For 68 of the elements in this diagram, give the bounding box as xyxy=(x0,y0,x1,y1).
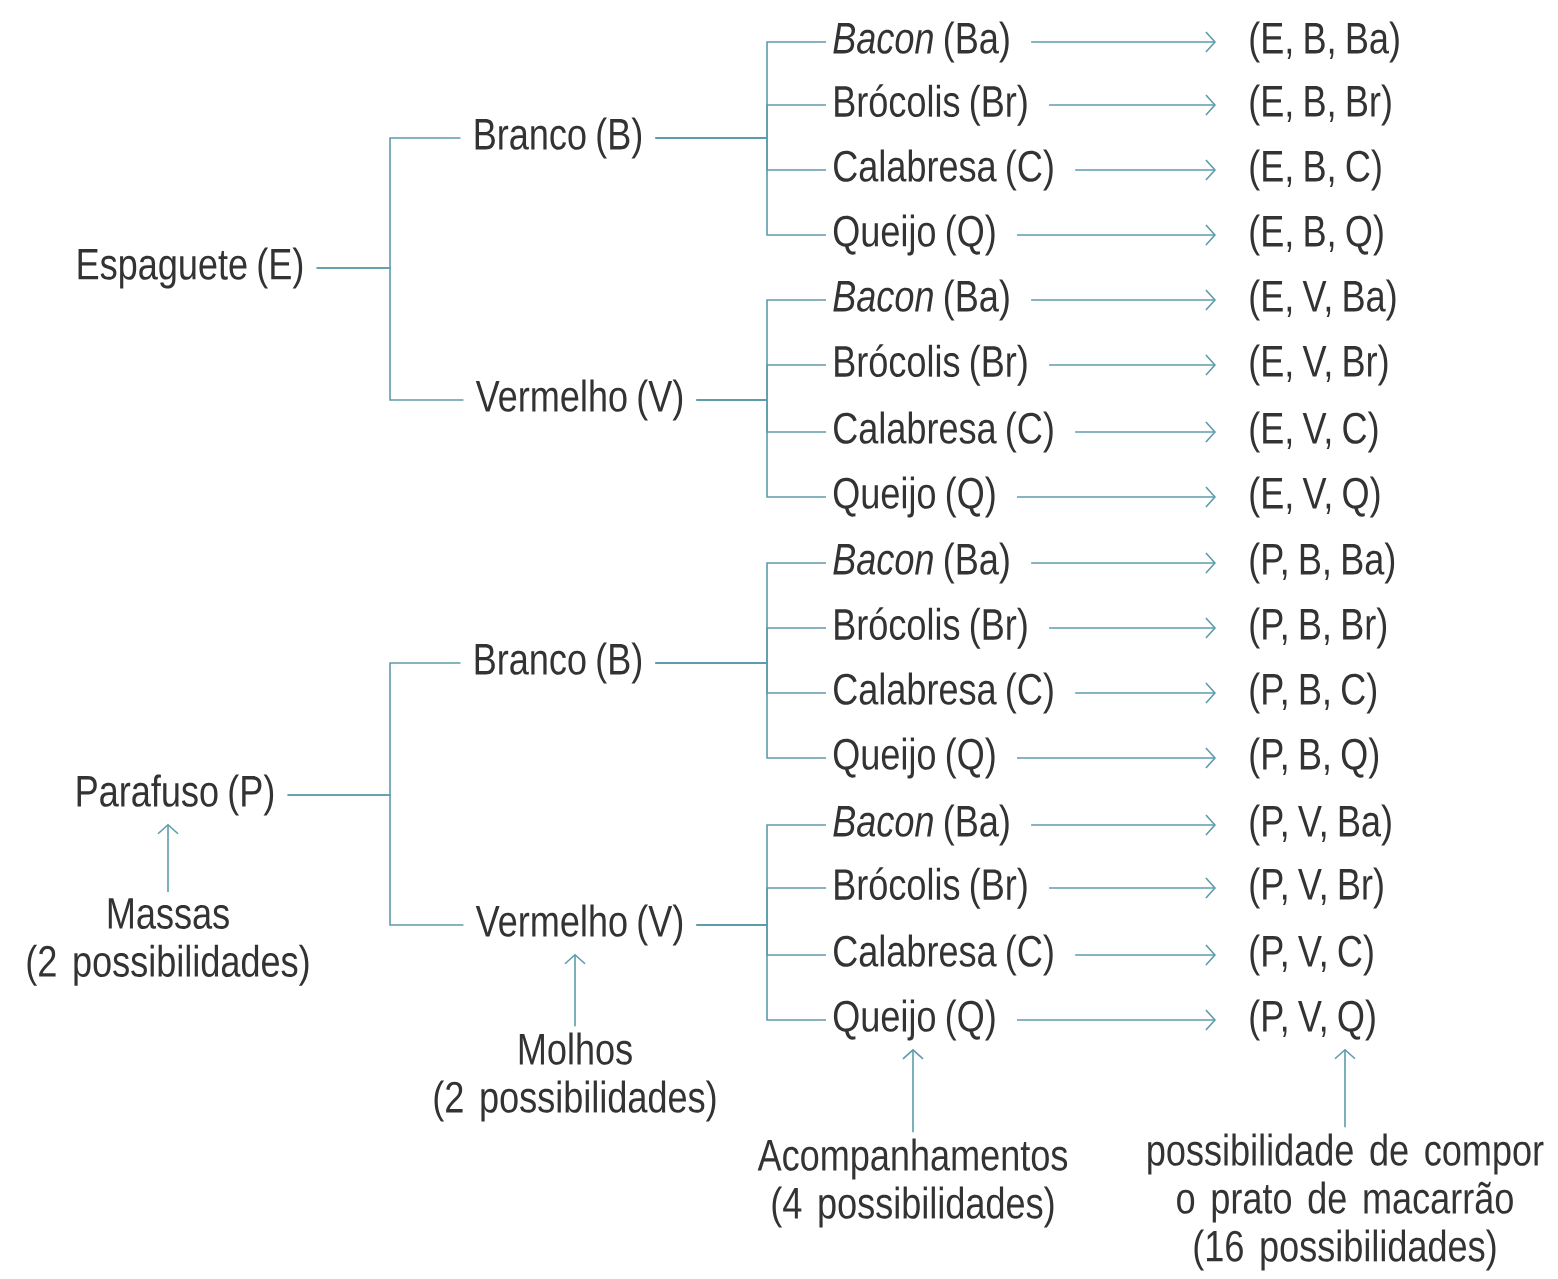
tree-label: Brócolis (Br) xyxy=(835,607,1027,649)
outcome-label: (P, B, Br) xyxy=(1250,607,1387,649)
branch-line xyxy=(315,267,465,401)
tree-label: Branco (B) xyxy=(475,642,642,684)
branch-line xyxy=(695,924,827,1021)
outcome-label: (E, B, Q) xyxy=(1250,214,1383,256)
arrow xyxy=(1016,486,1216,508)
tree-label: Vermelho (V) xyxy=(475,904,683,946)
arrow xyxy=(1074,944,1216,966)
arrow xyxy=(1048,877,1216,899)
outcome-label: (P, V, Q) xyxy=(1250,999,1375,1041)
arrow xyxy=(564,953,586,1028)
outcome-label: (P, B, Ba) xyxy=(1250,542,1395,584)
outcome-label: (P, V, C) xyxy=(1250,934,1373,976)
arrow xyxy=(1030,289,1216,311)
arrow xyxy=(1030,552,1216,574)
tree-label: Brócolis (Br) xyxy=(835,867,1027,909)
tree-label: Calabresa (C) xyxy=(834,672,1053,714)
tree-label: Calabresa (C) xyxy=(834,934,1053,976)
arrow xyxy=(902,1048,924,1134)
branch-line xyxy=(654,662,827,759)
arrow xyxy=(1048,354,1216,376)
tree-label: Brócolis (Br) xyxy=(835,344,1027,386)
arrow xyxy=(1016,224,1216,246)
tree-label: Espaguete (E) xyxy=(78,247,303,289)
branch-line xyxy=(695,399,827,498)
category-note: Molhos (2 possibilidades) xyxy=(434,1032,716,1122)
outcome-label: (P, B, C) xyxy=(1250,672,1376,714)
outcome-label: (E, V, C) xyxy=(1250,411,1378,453)
tree-label: Parafuso (P) xyxy=(77,774,274,816)
tree-label: Vermelho (V) xyxy=(475,379,683,421)
category-note: possibilidade de compor o prato de macarrão (16 possibilidades) xyxy=(1148,1133,1544,1271)
tree-label: Queijo (Q) xyxy=(833,999,995,1041)
arrow xyxy=(1334,1048,1356,1129)
category-note: Massas (2 possibilidades) xyxy=(27,898,309,986)
arrow xyxy=(1016,1009,1216,1031)
outcome-label: (E, V, Br) xyxy=(1250,344,1388,386)
arrow xyxy=(1074,682,1216,704)
tree-label: Bacon (Ba) xyxy=(833,804,1009,846)
outcome-label: (P, V, Br) xyxy=(1250,867,1383,909)
arrow xyxy=(1074,421,1216,443)
tree-label: Queijo (Q) xyxy=(833,737,995,779)
branch-line xyxy=(654,137,827,236)
arrow xyxy=(1048,94,1216,116)
outcome-label: (E, B, Br) xyxy=(1250,84,1391,126)
outcome-label: (P, B, Q) xyxy=(1250,737,1379,779)
outcome-label: (E, B, C) xyxy=(1250,149,1381,191)
outcome-label: (E, V, Q) xyxy=(1250,476,1380,518)
tree-label: Bacon (Ba) xyxy=(833,279,1009,321)
outcome-label: (E, V, Ba) xyxy=(1250,279,1396,321)
tree-label: Calabresa (C) xyxy=(834,149,1053,191)
arrow xyxy=(1074,159,1216,181)
tree-label: Queijo (Q) xyxy=(833,476,995,518)
tree-label: Calabresa (C) xyxy=(834,411,1053,453)
outcome-label: (E, B, Ba) xyxy=(1250,21,1399,63)
arrow xyxy=(157,823,179,893)
arrow xyxy=(1030,814,1216,836)
arrow xyxy=(1048,617,1216,639)
outcome-label: (P, V, Ba) xyxy=(1250,804,1391,846)
tree-label: Brócolis (Br) xyxy=(835,84,1027,126)
tree-label: Bacon (Ba) xyxy=(833,21,1009,63)
tree-label: Branco (B) xyxy=(475,117,642,159)
tree-label: Queijo (Q) xyxy=(833,214,995,256)
tree-label: Bacon (Ba) xyxy=(833,542,1009,584)
arrow xyxy=(1030,31,1216,53)
arrow xyxy=(1016,747,1216,769)
branch-line xyxy=(286,794,465,926)
category-note: Acompanhamentos (4 possibilidades) xyxy=(757,1138,1068,1228)
